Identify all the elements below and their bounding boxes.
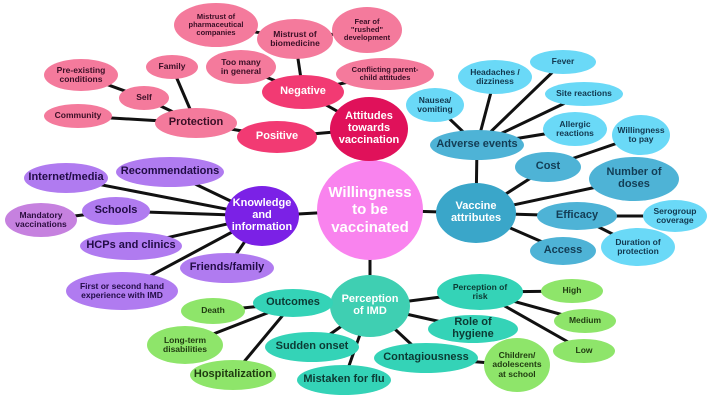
- node-adverse-events: Adverse events: [430, 130, 524, 160]
- node-serogroup-coverage: Serogroup coverage: [643, 200, 707, 232]
- node-cost: Cost: [515, 152, 581, 182]
- node-mistaken-for-flu: Mistaken for flu: [297, 365, 391, 395]
- node-perception-of-imd: Perception of IMD: [330, 275, 410, 337]
- node-contagiousness: Contagiousness: [374, 343, 478, 373]
- node-willingness-to-be-vaccinated: Willingness to be vaccinated: [317, 160, 423, 260]
- node-access: Access: [530, 237, 596, 265]
- node-long-term-disabilities: Long-term disabilities: [147, 326, 223, 364]
- node-vaccine-attributes: Vaccine attributes: [436, 183, 516, 243]
- node-fear-of-rushed-development: Fear of "rushed" development: [332, 7, 402, 53]
- node-site-reactions: Site reactions: [545, 82, 623, 106]
- node-too-many-in-general: Too many in general: [206, 50, 276, 84]
- node-hcps-and-clinics: HCPs and clinics: [80, 232, 182, 260]
- node-attitudes-towards-vaccination: Attitudes towards vaccination: [330, 97, 408, 161]
- node-mistrust-of-pharmaceutical-companies: Mistrust of pharmaceutical companies: [174, 3, 258, 47]
- node-negative: Negative: [262, 75, 344, 109]
- node-schools: Schools: [82, 197, 150, 225]
- node-first-or-second-hand-experience-with-imd: First or second hand experience with IMD: [66, 272, 178, 310]
- node-medium: Medium: [554, 309, 616, 333]
- node-role-of-hygiene: Role of hygiene: [428, 315, 518, 343]
- node-knowledge-and-information: Knowledge and information: [225, 186, 299, 246]
- node-positive: Positive: [237, 121, 317, 153]
- node-efficacy: Efficacy: [537, 202, 617, 230]
- node-death: Death: [181, 298, 245, 324]
- node-mandatory-vaccinations: Mandatory vaccinations: [5, 203, 77, 237]
- node-family: Family: [146, 55, 198, 79]
- node-fever: Fever: [530, 50, 596, 74]
- node-high: High: [541, 279, 603, 303]
- node-protection: Protection: [155, 108, 237, 138]
- node-sudden-onset: Sudden onset: [265, 332, 359, 362]
- node-children-adolescents-at-school: Children/ adolescents at school: [484, 338, 550, 392]
- node-willingness-to-pay: Willingness to pay: [612, 115, 670, 155]
- node-self: Self: [119, 86, 169, 110]
- node-low: Low: [553, 339, 615, 363]
- node-recommendations: Recommendations: [116, 157, 224, 187]
- node-friends-family: Friends/family: [180, 253, 274, 283]
- node-conflicting-parent-child-attitudes: Conflicting parent- child attitudes: [336, 58, 434, 90]
- node-allergic-reactions: Allergic reactions: [543, 112, 607, 146]
- node-headaches-dizziness: Headaches / dizziness: [458, 60, 532, 94]
- node-community: Community: [44, 104, 112, 128]
- node-perception-of-risk: Perception of risk: [437, 274, 523, 310]
- node-nausea-vomiting: Nausea/ vomiting: [406, 88, 464, 122]
- node-mistrust-of-biomedicine: Mistrust of biomedicine: [257, 19, 333, 59]
- node-duration-of-protection: Duration of protection: [601, 228, 675, 266]
- node-pre-existing-conditions: Pre-existing conditions: [44, 59, 118, 91]
- node-internet-media: Internet/media: [24, 163, 108, 193]
- node-number-of-doses: Number of doses: [589, 157, 679, 201]
- node-outcomes: Outcomes: [253, 289, 333, 317]
- node-hospitalization: Hospitalization: [190, 360, 276, 390]
